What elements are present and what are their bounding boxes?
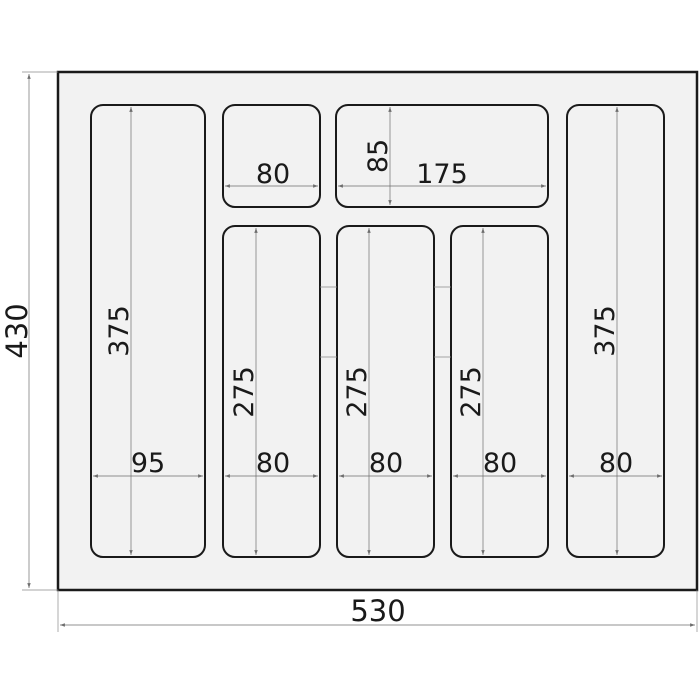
top-small-dimensions: 80 xyxy=(225,159,318,190)
mid-3-height-label: 275 xyxy=(456,366,487,418)
compartment-top-small xyxy=(222,104,321,208)
mid-3-dimensions: 275 80 xyxy=(453,228,546,555)
right-tall-width-label: 80 xyxy=(599,448,633,479)
compartment-mid-3 xyxy=(450,225,549,558)
mid-1-width-label: 80 xyxy=(256,448,290,479)
compartment-mid-1 xyxy=(222,225,321,558)
top-wide-height-label: 85 xyxy=(363,139,394,173)
divider-connectors xyxy=(320,286,451,358)
overall-height-label: 430 xyxy=(0,303,34,358)
top-wide-dimensions: 85 175 xyxy=(338,107,546,205)
overall-height-dimension: 430 xyxy=(0,71,58,591)
right-tall-dimensions: 375 80 xyxy=(569,107,662,555)
mid-1-height-label: 275 xyxy=(229,366,260,418)
mid-1-dimensions: 275 80 xyxy=(225,228,318,555)
left-tall-width-label: 95 xyxy=(131,448,165,479)
mid-2-height-label: 275 xyxy=(342,366,373,418)
left-tall-dimensions: 375 95 xyxy=(93,107,203,555)
overall-width-label: 530 xyxy=(350,594,405,628)
mid-2-width-label: 80 xyxy=(369,448,403,479)
top-small-width-label: 80 xyxy=(256,159,290,190)
mid-2-dimensions: 275 80 xyxy=(339,228,432,555)
mid-3-width-label: 80 xyxy=(483,448,517,479)
overall-width-dimension: 530 xyxy=(57,590,698,632)
compartment-mid-2 xyxy=(336,225,435,558)
left-tall-height-label: 375 xyxy=(104,305,135,357)
right-tall-height-label: 375 xyxy=(590,305,621,357)
compartment-left-tall xyxy=(90,104,206,558)
top-wide-width-label: 175 xyxy=(416,159,468,190)
